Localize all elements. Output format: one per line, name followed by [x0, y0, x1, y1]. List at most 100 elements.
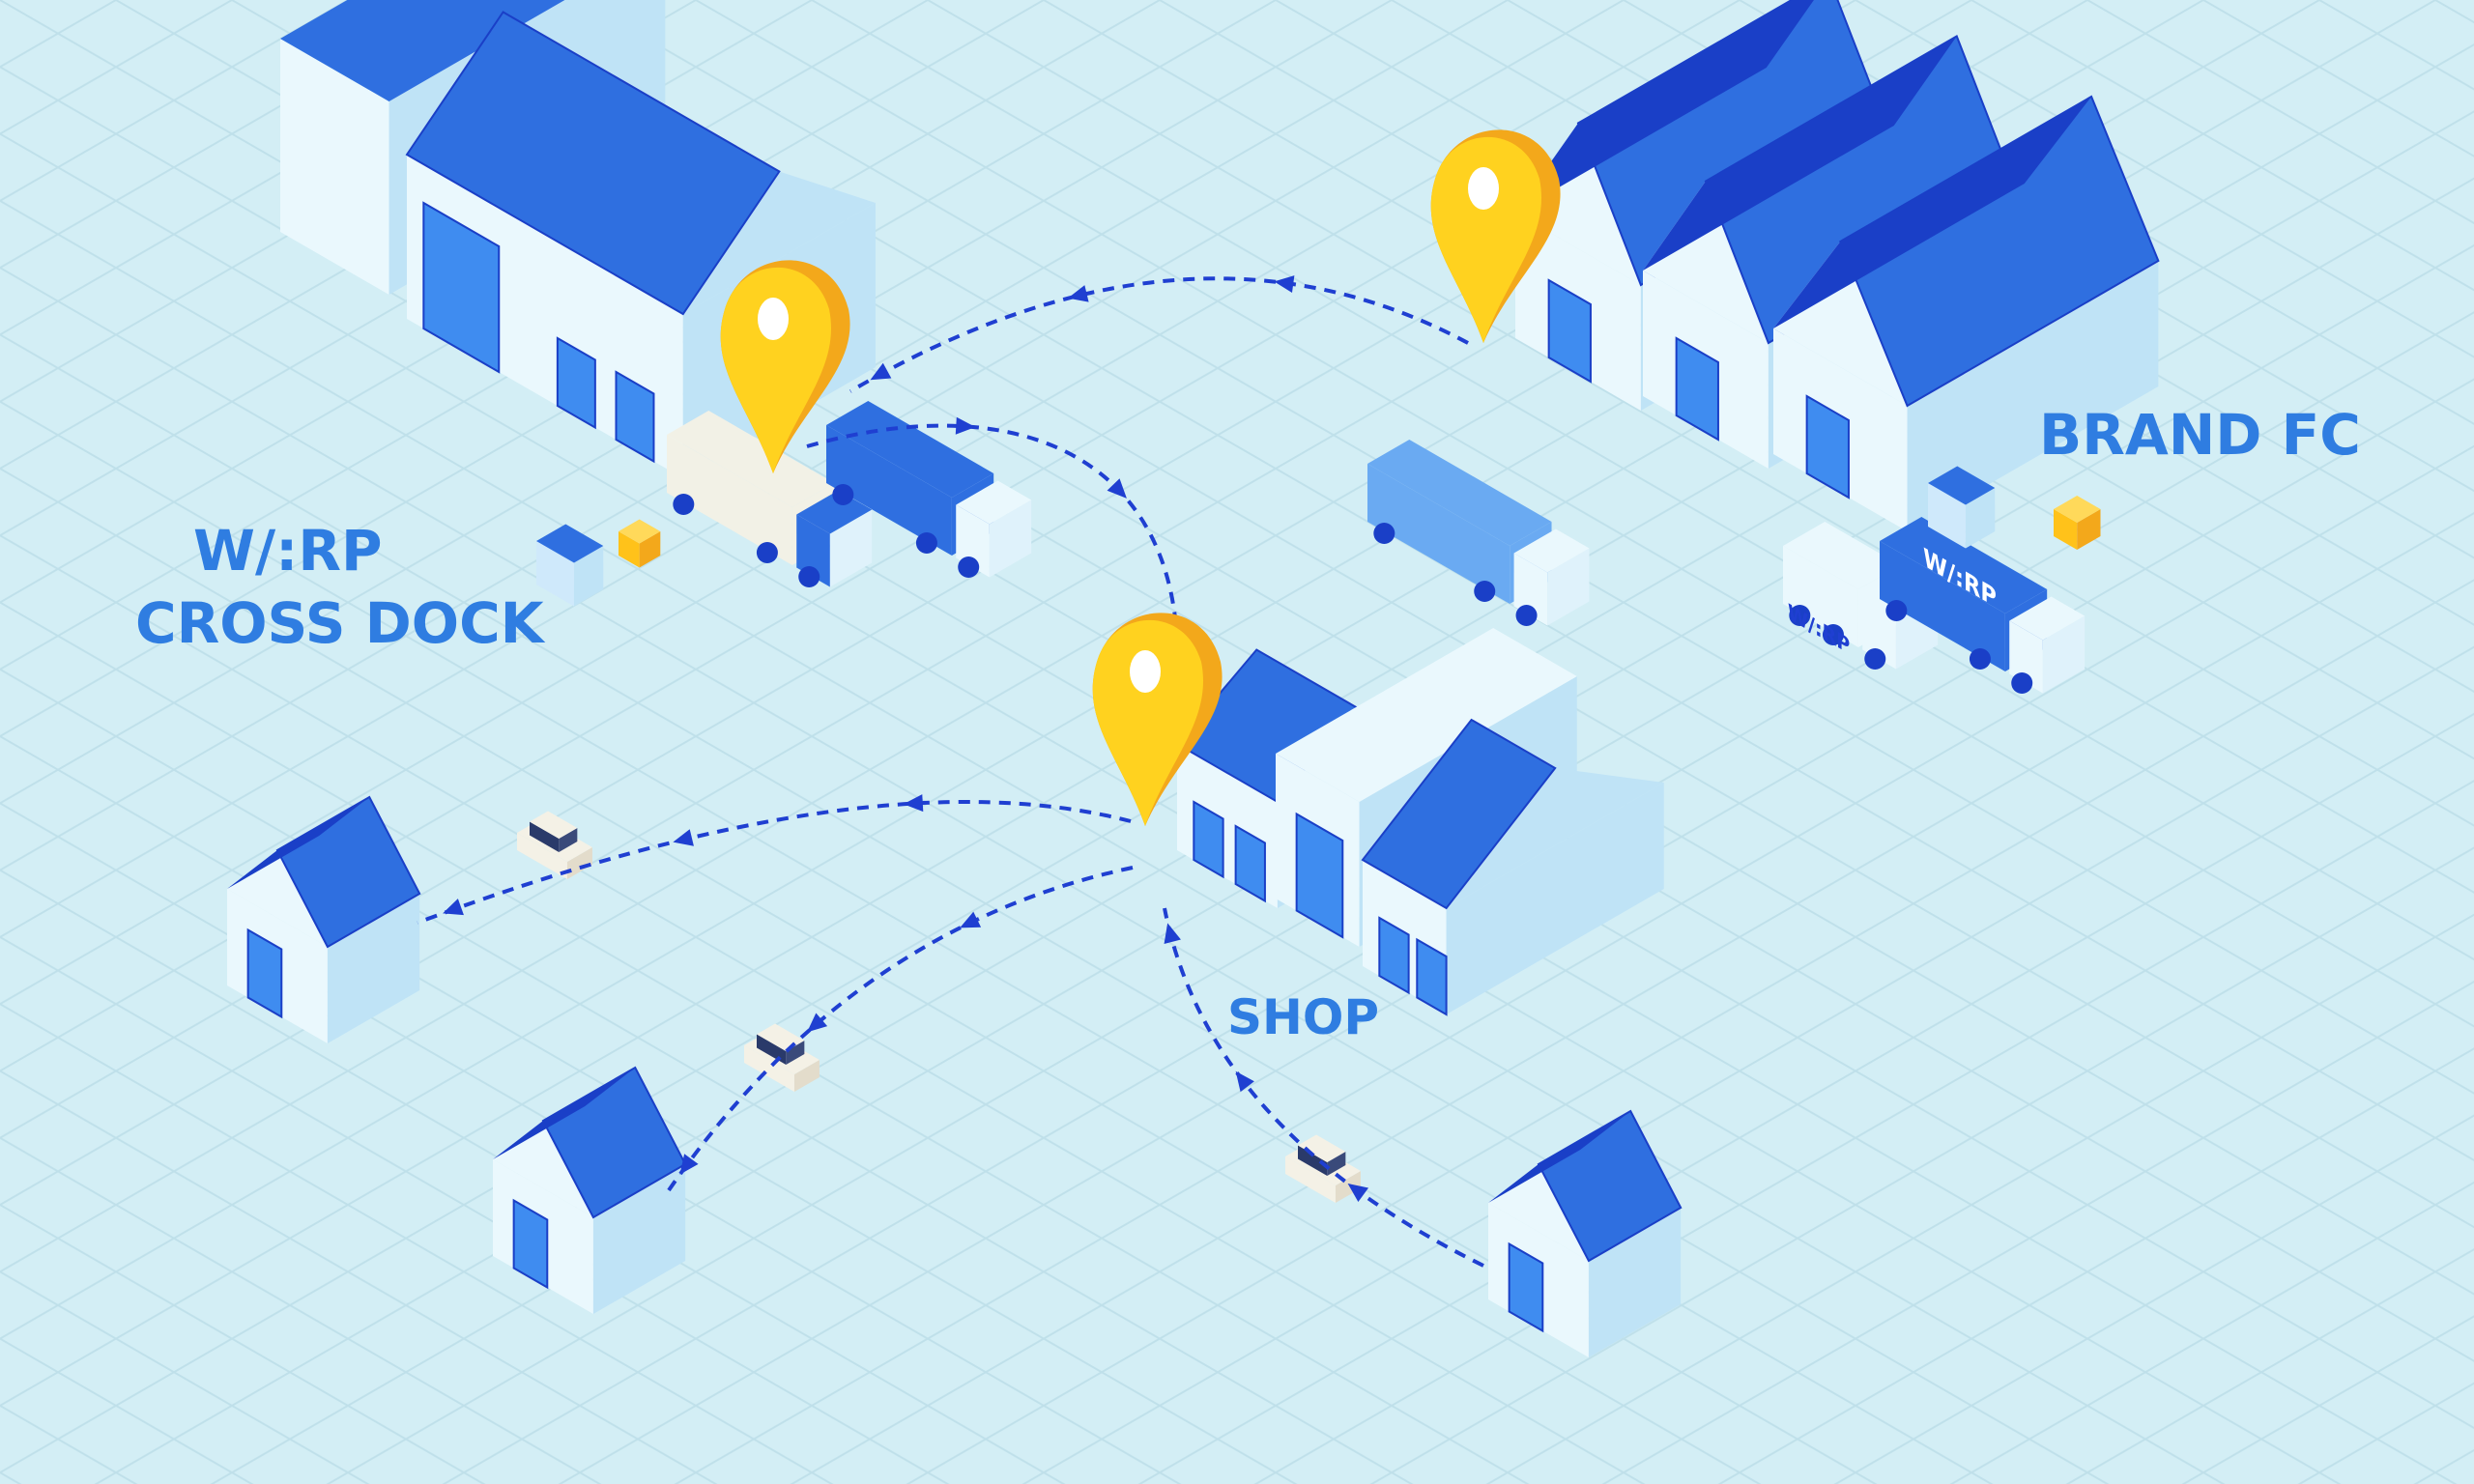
- wheel: [1515, 605, 1538, 626]
- pin-cross-dock: [720, 260, 850, 473]
- door: [1416, 937, 1448, 1016]
- wall-front: [826, 425, 952, 556]
- wall-front: [280, 39, 389, 295]
- wall-front: [529, 821, 560, 852]
- wall-side: [793, 1060, 820, 1092]
- door: [1508, 1241, 1544, 1333]
- gable: [227, 850, 328, 947]
- box-crossdock: [618, 519, 661, 568]
- flow-crossdock-to-shop: [806, 423, 1180, 682]
- wall-side: [786, 1041, 805, 1065]
- wheel: [1789, 605, 1811, 626]
- roof-back: [1488, 1111, 1631, 1203]
- car-cabin: [529, 811, 578, 852]
- roof-back: [493, 1068, 636, 1159]
- roof: [1297, 1134, 1346, 1162]
- roof-back: [1643, 36, 1957, 271]
- pin-shop: [1092, 613, 1223, 826]
- roof-back: [1515, 0, 1814, 213]
- arrowhead: [807, 1013, 828, 1033]
- flow-shop-to-home-2: [667, 866, 1134, 1192]
- pin-body: [1430, 136, 1541, 343]
- arrowhead: [955, 416, 976, 435]
- forklift-crossdock: [536, 524, 604, 607]
- location-pins: [720, 129, 1561, 826]
- door: [1378, 916, 1410, 995]
- wall-side: [829, 509, 873, 587]
- buildings-layer: [227, 0, 2160, 1357]
- vehicles-layer: [517, 401, 2101, 1203]
- wall-side: [989, 499, 1032, 578]
- wall-front: [1285, 1156, 1336, 1203]
- warp-container-truck: [1880, 517, 2086, 694]
- brand-fc-hall-3: [1773, 95, 2160, 531]
- gable: [1643, 181, 1769, 343]
- wall-side: [327, 894, 420, 1043]
- wheel: [1864, 648, 1886, 670]
- roof-back: [1773, 97, 2092, 328]
- crossdock-brand-label: W/:RP: [193, 518, 383, 584]
- wall-front: [744, 1045, 794, 1092]
- roof: [1783, 522, 1901, 589]
- roof: [2054, 496, 2101, 523]
- wheel: [673, 494, 695, 515]
- flow-shop-to-home-1: [417, 800, 1132, 925]
- brand-fc-open-truck: [1367, 440, 1590, 626]
- brand-fc: [1515, 0, 2160, 531]
- white-trailer-truck: [667, 411, 873, 587]
- wheel: [798, 566, 820, 587]
- wall-side: [1335, 1171, 1361, 1203]
- wall-side: [1588, 1208, 1682, 1357]
- shop-label: SHOP: [1227, 989, 1379, 1045]
- door: [556, 336, 596, 430]
- roof: [618, 519, 661, 544]
- home-1: [227, 795, 421, 1043]
- flow-brandfc-to-crossdock: [849, 276, 1469, 393]
- arrowhead: [1347, 1183, 1369, 1203]
- flow-arrows: [417, 276, 1484, 1268]
- pin-body: [720, 267, 831, 473]
- roof: [529, 811, 578, 839]
- arrowhead: [903, 794, 924, 813]
- arrowhead: [870, 362, 892, 381]
- wheel: [1373, 523, 1395, 544]
- roof: [2009, 596, 2086, 641]
- brandfc-label: BRAND FC: [2039, 402, 2361, 468]
- arrowhead: [1068, 285, 1089, 302]
- roof: [1361, 718, 1557, 910]
- roof: [956, 480, 1032, 525]
- roof: [536, 524, 604, 563]
- door: [512, 1198, 549, 1290]
- arrowhead: [1164, 923, 1181, 945]
- wall-front: [1783, 546, 1858, 647]
- roof: [796, 490, 873, 534]
- wall-front: [1367, 464, 1510, 604]
- pin-hole: [1468, 167, 1499, 210]
- roof: [826, 401, 994, 498]
- roof: [1928, 466, 1996, 505]
- wall-front: [1880, 541, 2005, 671]
- wheel: [1822, 624, 1844, 645]
- arrowhead: [960, 911, 982, 928]
- arrowhead: [443, 899, 464, 916]
- wall-side: [559, 828, 578, 852]
- car-1: [517, 811, 592, 879]
- arrowhead: [679, 1154, 699, 1175]
- wall-side: [1965, 488, 1996, 549]
- wheel: [756, 542, 778, 563]
- wall-side: [2042, 615, 2086, 694]
- door: [1805, 394, 1850, 499]
- flow-home-3-to-shop: [1163, 907, 1484, 1268]
- shop: [1175, 628, 1664, 1016]
- door: [615, 370, 655, 464]
- arrowheads: [443, 275, 1369, 1203]
- door: [1193, 800, 1224, 879]
- gable: [1515, 123, 1641, 285]
- roof: [1513, 528, 1590, 573]
- door: [1234, 824, 1266, 903]
- wall-front: [1297, 1145, 1328, 1176]
- gable: [1773, 242, 1908, 406]
- box-brandfc: [2054, 496, 2101, 550]
- wheel: [1885, 600, 1908, 621]
